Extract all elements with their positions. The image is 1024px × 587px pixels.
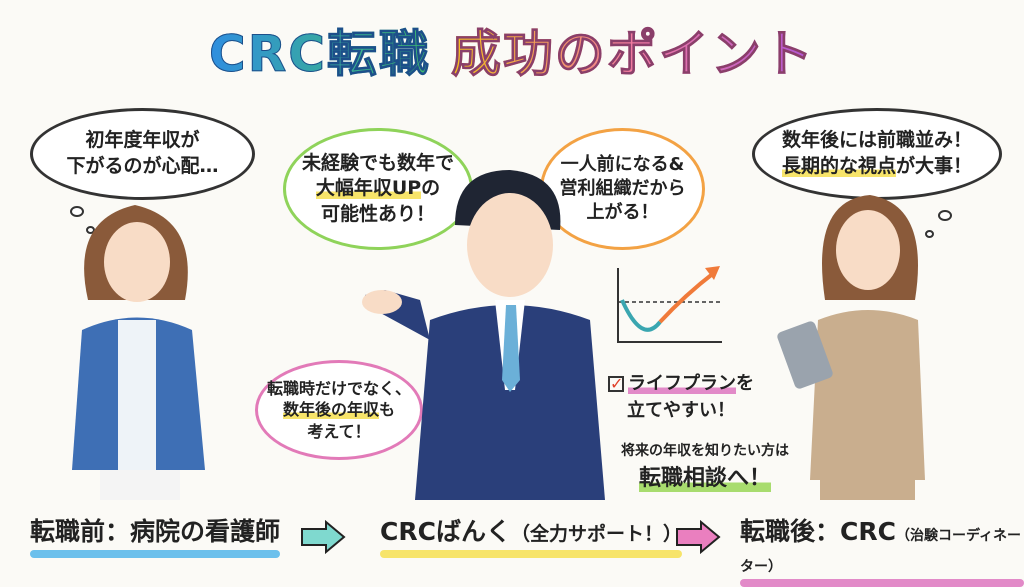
crc-figure bbox=[777, 195, 925, 500]
flow-before: 転職前：病院の看護師 bbox=[30, 512, 281, 558]
longterm-bubble: 数年後には前職並み！ 長期的な視点が大事！ bbox=[752, 108, 1002, 200]
illustration bbox=[72, 170, 925, 500]
chart-icon bbox=[617, 266, 722, 343]
arrow-right-icon bbox=[300, 519, 346, 555]
advice-bubble: 転職時だけでなく、 数年後の年収も 考えて！ bbox=[255, 360, 423, 460]
page-title: CRC転職成功のポイント bbox=[209, 25, 815, 84]
reason-bubble: 一人前になる&営利組織だから上がる！ bbox=[540, 128, 705, 250]
thought-dots bbox=[925, 230, 934, 238]
arrow-right-icon bbox=[675, 519, 721, 555]
thought-dots bbox=[938, 210, 952, 221]
lifeplan-point: ✓ライフプランを 立てやすい！ bbox=[608, 373, 754, 421]
thought-dots bbox=[70, 206, 84, 217]
nurse-figure bbox=[72, 205, 205, 500]
flow-middle: CRCばんく（全力サポート！） bbox=[380, 512, 682, 558]
checkbox-icon: ✓ bbox=[608, 374, 624, 393]
consultant-figure bbox=[362, 170, 605, 500]
potential-bubble: 未経験でも数年で 大幅年収UPの 可能性あり！ bbox=[283, 128, 473, 250]
consult-cta: 将来の年収を知りたい方は 転職相談へ！ bbox=[621, 443, 789, 492]
flow-after: 転職後：CRC（治験コーディネーター） bbox=[740, 512, 1024, 587]
worry-bubble: 初年度年収が下がるのが心配… bbox=[30, 108, 255, 200]
thought-dots bbox=[86, 226, 95, 234]
